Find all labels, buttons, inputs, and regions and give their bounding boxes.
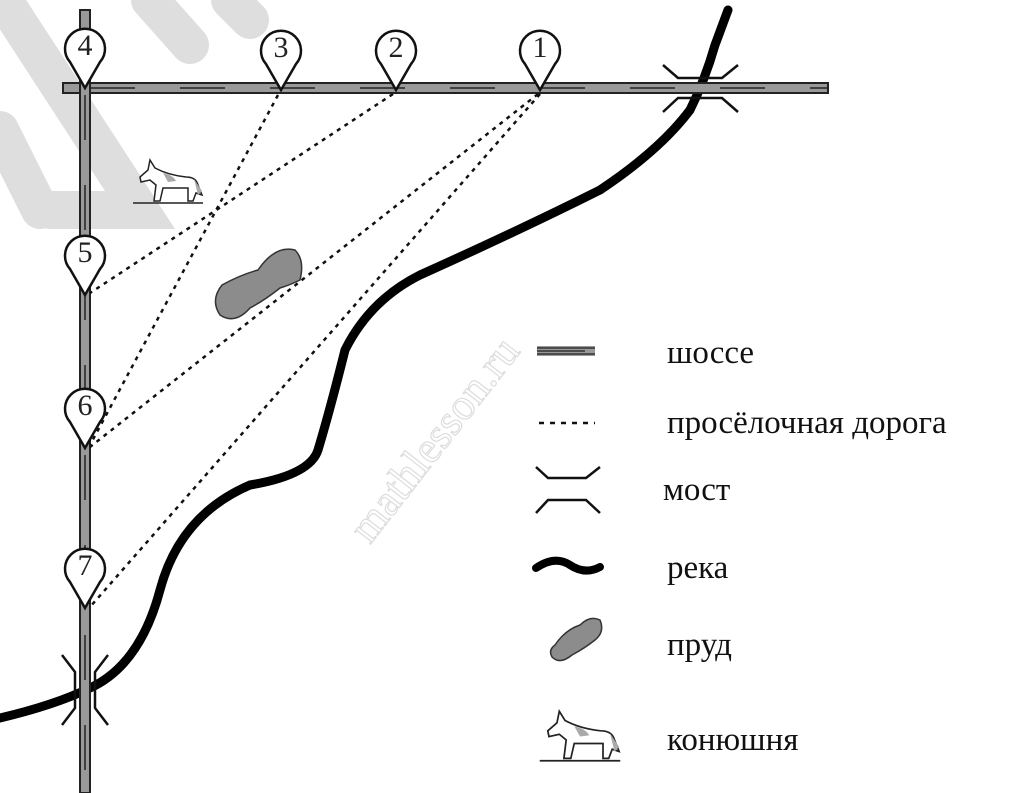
river (0, 5, 733, 723)
pin-5: 5 (63, 234, 107, 297)
legend-river: река (532, 550, 729, 586)
svg-text:конюшня: конюшня (667, 722, 798, 758)
watermark-text: mathlesson.ru (339, 327, 529, 551)
pin-3: 3 (259, 29, 303, 92)
legend-bridge: мост (535, 466, 730, 514)
legend-dirt-road: просёлочная дорога (539, 405, 947, 441)
svg-text:просёлочная дорога: просёлочная дорога (667, 405, 947, 441)
highway-horizontal (62, 82, 829, 94)
legend-pond: пруд (549, 617, 732, 663)
pin-7: 7 (63, 547, 107, 610)
svg-text:5: 5 (78, 236, 93, 269)
dirt-roads (88, 92, 541, 608)
svg-text:4: 4 (78, 29, 93, 62)
svg-text:7: 7 (78, 549, 93, 582)
svg-text:пруд: пруд (667, 627, 732, 663)
dirt-road-1-7 (89, 93, 541, 608)
legend-stable: конюшня (538, 710, 798, 762)
pin-6: 6 (63, 387, 107, 450)
svg-text:6: 6 (78, 389, 93, 422)
dirt-road-2-5 (89, 92, 394, 295)
svg-text:шоссе: шоссе (667, 335, 754, 371)
pin-4: 4 (63, 27, 107, 90)
bridge-top (662, 64, 739, 113)
dirt-road-3-6 (88, 94, 280, 446)
svg-text:1: 1 (533, 31, 548, 64)
legend-highway: шоссе (537, 335, 754, 371)
pin-1: 1 (518, 29, 562, 92)
legend: шоссе просёлочная дорога мост река пруд … (532, 335, 947, 762)
svg-text:2: 2 (389, 31, 404, 64)
watermark-stripes (0, 0, 269, 229)
pin-2: 2 (374, 29, 418, 92)
svg-text:3: 3 (274, 31, 289, 64)
svg-text:мост: мост (663, 472, 730, 508)
bridge-bottom (61, 654, 109, 726)
svg-text:река: река (667, 550, 729, 586)
pond (214, 248, 303, 320)
